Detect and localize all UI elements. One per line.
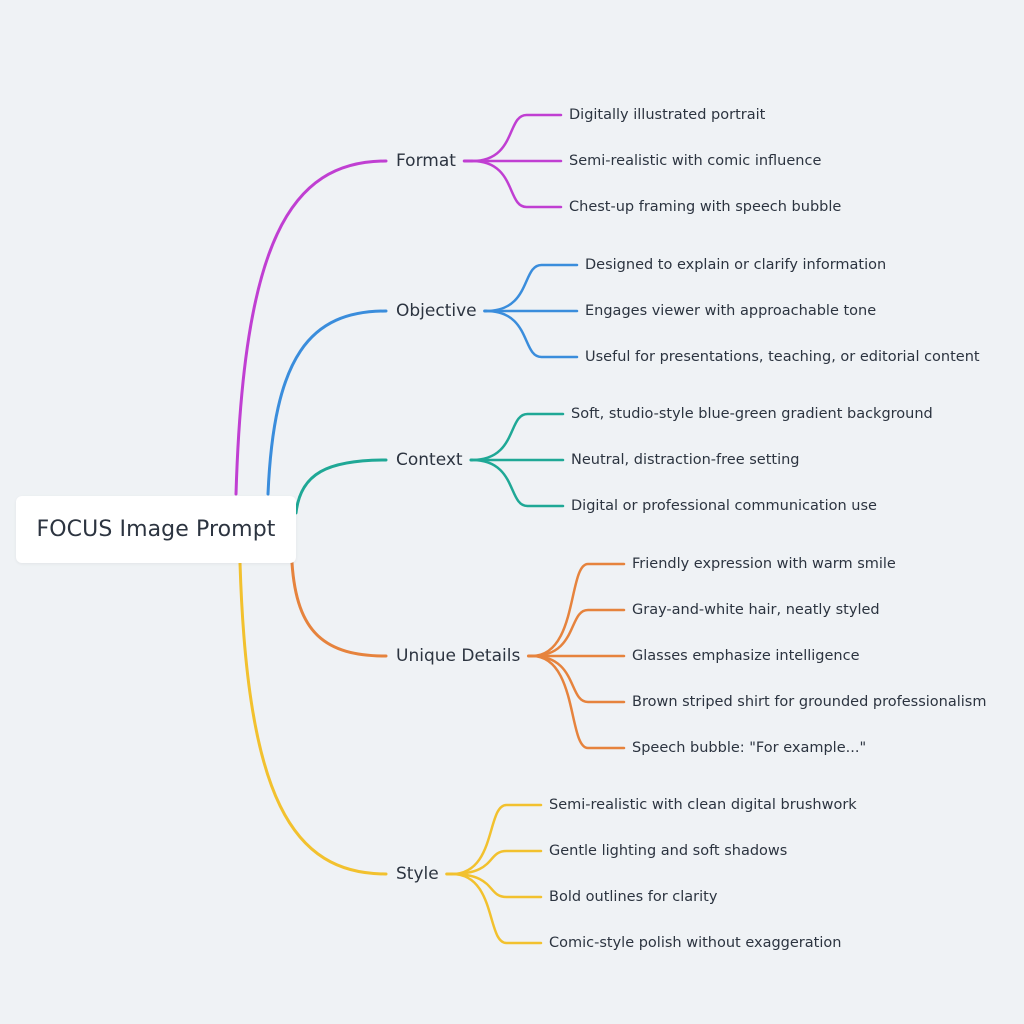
root-node[interactable]: FOCUS Image Prompt [16,496,296,563]
branch-node-objective[interactable]: Objective [396,301,477,321]
edge-objective-to-child-3 [484,309,579,359]
edge-context-to-child-3 [470,458,565,508]
leaf-node-format-2[interactable]: Semi-realistic with comic influence [569,153,821,169]
branch-node-unique-details[interactable]: Unique Details [396,646,520,666]
edge-format-to-child-1 [470,113,563,163]
edge-root-to-objective [266,309,388,496]
leaf-node-objective-1[interactable]: Designed to explain or clarify informati… [585,257,886,273]
edge-style-to-child-1 [450,803,543,876]
leaf-node-objective-3[interactable]: Useful for presentations, teaching, or e… [585,349,980,365]
branch-node-format[interactable]: Format [396,151,456,171]
edge-root-to-context [294,458,388,515]
leaf-node-unique-details-3[interactable]: Glasses emphasize intelligence [632,648,860,664]
edge-unique-details-to-child-4 [530,654,626,704]
leaf-node-format-3[interactable]: Chest-up framing with speech bubble [569,199,841,215]
leaf-node-context-2[interactable]: Neutral, distraction-free setting [571,452,800,468]
branch-node-style[interactable]: Style [396,864,439,884]
leaf-node-style-3[interactable]: Bold outlines for clarity [549,889,718,905]
edge-style-to-child-2 [450,849,543,876]
edge-format-to-child-3 [470,159,563,209]
leaf-node-context-1[interactable]: Soft, studio-style blue-green gradient b… [571,406,933,422]
root-node-label: FOCUS Image Prompt [36,517,276,542]
leaf-node-unique-details-5[interactable]: Speech bubble: "For example..." [632,740,866,756]
edge-root-to-style [238,561,388,876]
edge-style-to-child-4 [450,872,543,945]
edge-root-to-unique-details [290,561,388,658]
leaf-node-style-2[interactable]: Gentle lighting and soft shadows [549,843,787,859]
branch-node-context[interactable]: Context [396,450,463,470]
edge-unique-details-to-child-5 [530,654,626,750]
edge-root-to-format [234,159,388,496]
edge-context-to-child-1 [470,412,565,462]
leaf-node-unique-details-4[interactable]: Brown striped shirt for grounded profess… [632,694,986,710]
mind-map-labels: Format Digitally illustrated portraitSemi… [396,107,986,951]
leaf-node-style-1[interactable]: Semi-realistic with clean digital brushw… [549,797,857,813]
leaf-node-unique-details-1[interactable]: Friendly expression with warm smile [632,556,896,572]
leaf-node-unique-details-2[interactable]: Gray-and-white hair, neatly styled [632,602,880,618]
leaf-node-objective-2[interactable]: Engages viewer with approachable tone [585,303,876,319]
edge-unique-details-to-child-1 [530,562,626,658]
leaf-node-format-1[interactable]: Digitally illustrated portrait [569,107,766,123]
mind-map-edges [234,113,626,945]
leaf-node-context-3[interactable]: Digital or professional communication us… [571,498,877,514]
edge-unique-details-to-child-2 [530,608,626,658]
edge-style-to-child-3 [450,872,543,899]
leaf-node-style-4[interactable]: Comic-style polish without exaggeration [549,935,841,951]
edge-objective-to-child-1 [484,263,579,313]
